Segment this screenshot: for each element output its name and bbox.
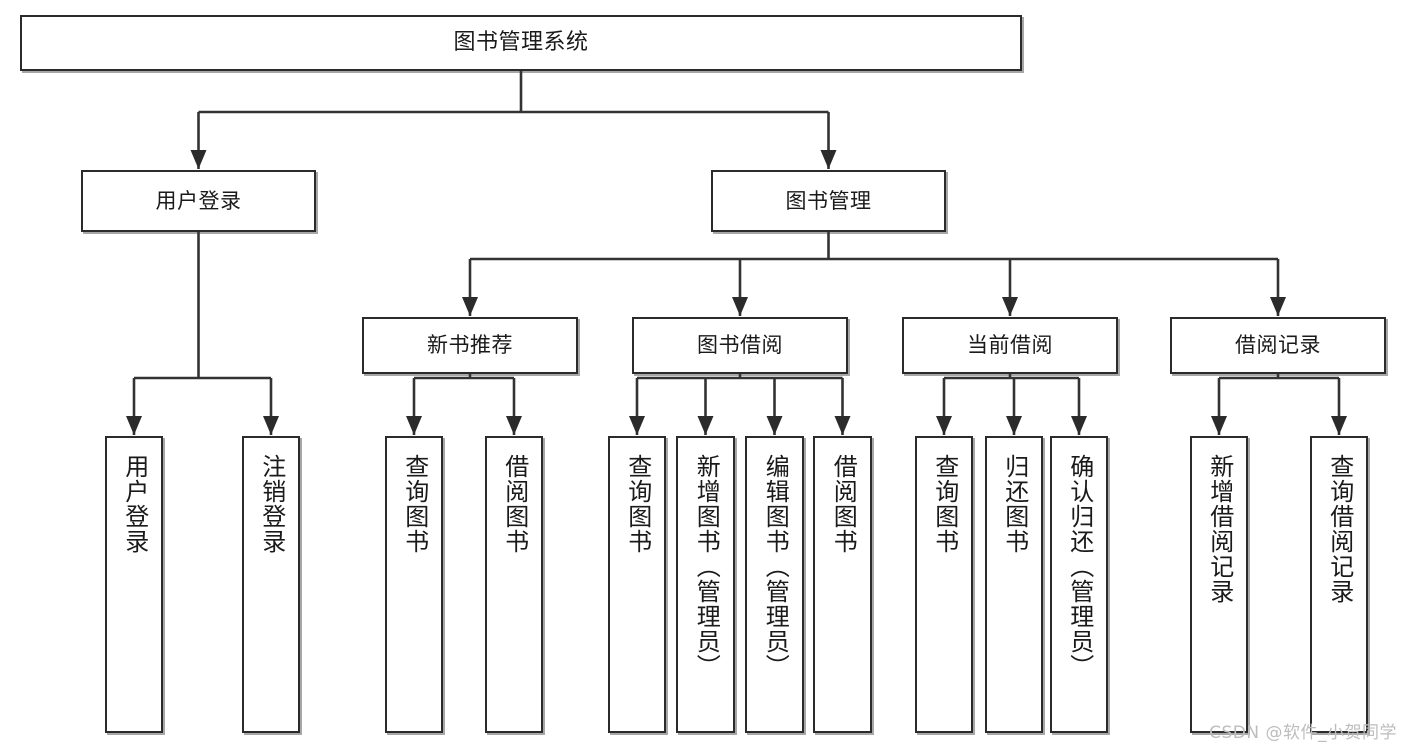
node-label: 当前借阅: [967, 333, 1053, 358]
node-borrow-record[interactable]: 借阅记录: [1170, 317, 1386, 374]
node-leaf-borrow-book-rec[interactable]: 借阅图书: [485, 436, 543, 733]
node-label: 用户登录: [155, 188, 242, 213]
node-book-borrow[interactable]: 图书借阅: [632, 317, 848, 374]
node-label: 用户登录: [120, 454, 149, 554]
node-leaf-edit-book[interactable]: 编辑图书（管理员）: [745, 436, 804, 733]
node-label: 查询图书: [623, 454, 652, 554]
node-label: 注销登录: [257, 454, 286, 554]
node-label: 借阅记录: [1235, 333, 1321, 358]
node-new-book-recommend[interactable]: 新书推荐: [362, 317, 578, 374]
node-leaf-borrow-book[interactable]: 借阅图书: [813, 436, 872, 733]
node-label: 查询借阅记录: [1325, 454, 1354, 604]
node-leaf-query-book-cur[interactable]: 查询图书: [915, 436, 973, 733]
node-label: 确认归还（管理员）: [1065, 454, 1094, 679]
node-label: 图书借阅: [697, 333, 783, 358]
node-leaf-confirm-return[interactable]: 确认归还（管理员）: [1050, 436, 1108, 733]
node-leaf-add-record[interactable]: 新增借阅记录: [1190, 436, 1248, 733]
node-leaf-query-book-borrow[interactable]: 查询图书: [608, 436, 666, 733]
node-label: 编辑图书（管理员）: [761, 454, 790, 679]
node-leaf-add-book[interactable]: 新增图书（管理员）: [676, 436, 735, 733]
node-leaf-return-book[interactable]: 归还图书: [985, 436, 1043, 733]
node-book-manage[interactable]: 图书管理: [711, 170, 946, 232]
node-current-borrow[interactable]: 当前借阅: [902, 317, 1118, 374]
node-label: 图书管理: [785, 188, 872, 213]
node-label: 新增图书（管理员）: [692, 454, 721, 679]
node-user-login[interactable]: 用户登录: [81, 170, 316, 232]
node-label: 新增借阅记录: [1205, 454, 1234, 604]
node-label: 归还图书: [1000, 454, 1029, 554]
node-leaf-user-login[interactable]: 用户登录: [105, 436, 163, 733]
node-root[interactable]: 图书管理系统: [20, 15, 1022, 71]
node-label: 查询图书: [930, 454, 959, 554]
node-label: 借阅图书: [829, 454, 858, 554]
node-label: 借阅图书: [500, 454, 529, 554]
watermark: CSDN @软件_小贺同学: [1209, 723, 1397, 743]
node-label: 新书推荐: [427, 333, 513, 358]
node-leaf-query-book-rec[interactable]: 查询图书: [385, 436, 443, 733]
node-leaf-query-record[interactable]: 查询借阅记录: [1310, 436, 1368, 733]
node-label: 查询图书: [400, 454, 429, 554]
node-label: 图书管理系统: [453, 30, 589, 56]
node-leaf-user-logout[interactable]: 注销登录: [242, 436, 300, 733]
